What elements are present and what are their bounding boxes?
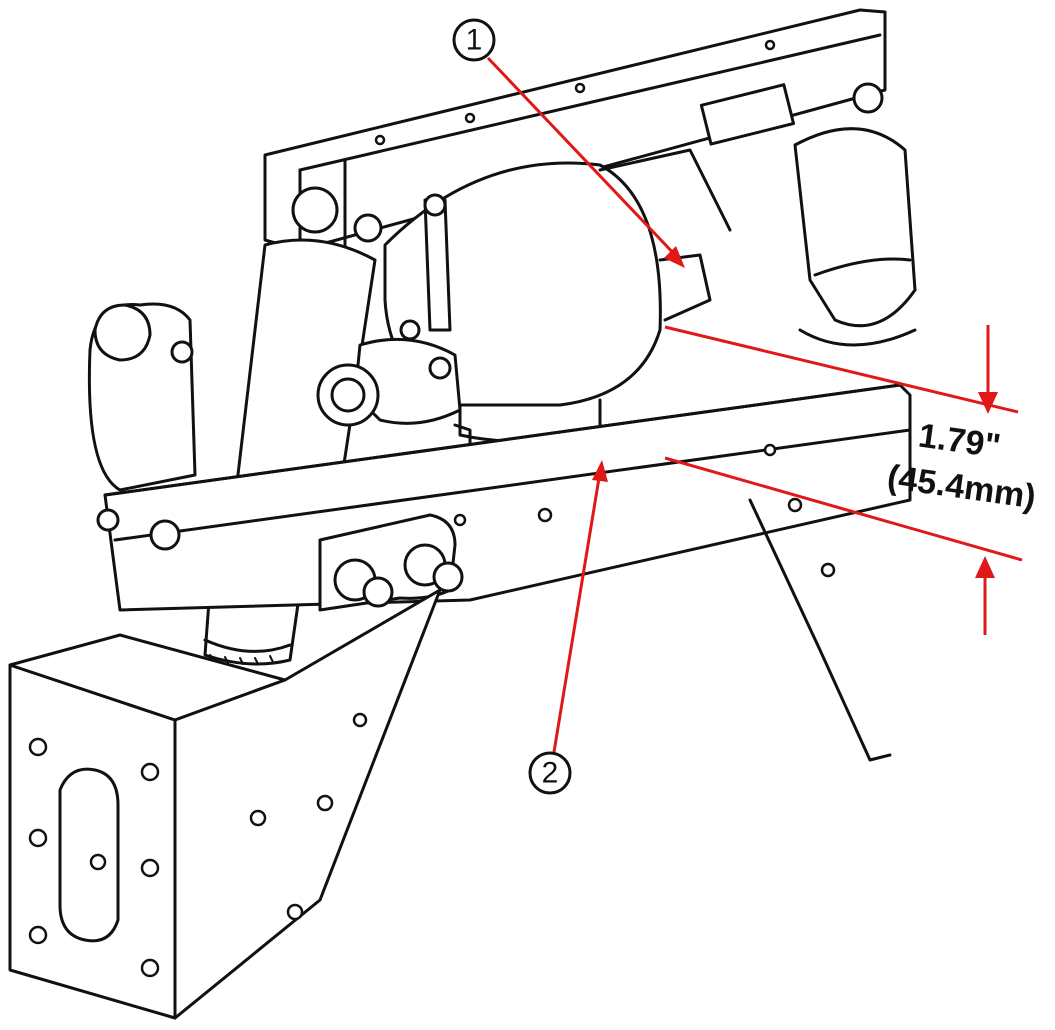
upper-reference-line [664,325,1019,414]
hex-bolt [333,558,394,608]
dimension-imperial: 1.79" [916,417,1003,466]
dimension-metric: (45.4mm) [885,458,1038,516]
callout-number-2: 2 [542,757,559,790]
frame-rail [103,383,912,762]
upper-cross-beam [263,8,887,252]
hanger-plate [96,508,464,612]
left-shackle [87,302,197,492]
hex-bolt [403,543,464,593]
callout-1: 1 [452,18,685,268]
callout-number-1: 1 [466,24,483,57]
rear-air-spring [793,127,917,347]
leveling-valve [316,193,472,464]
front-bracket [8,588,442,1020]
lower-reference-line [664,456,1023,562]
callout-2: 2 [528,460,608,795]
